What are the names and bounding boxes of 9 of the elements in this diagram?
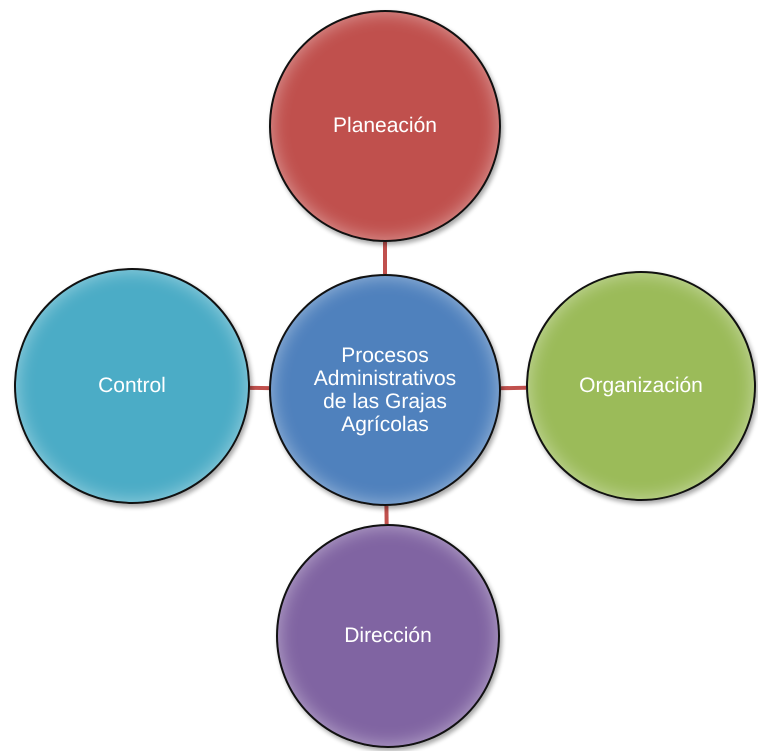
node-label: Control — [97, 374, 167, 398]
node-label: Organización — [578, 374, 704, 398]
connector-line — [384, 506, 389, 524]
node-label: Planeación — [332, 114, 438, 138]
connector-line — [500, 386, 526, 390]
node-label: Procesos Administrativos de las Grajas Agrícolas — [312, 344, 458, 436]
node-label: Dirección — [343, 624, 433, 648]
connector-line — [250, 386, 270, 390]
connector-line — [383, 242, 387, 274]
